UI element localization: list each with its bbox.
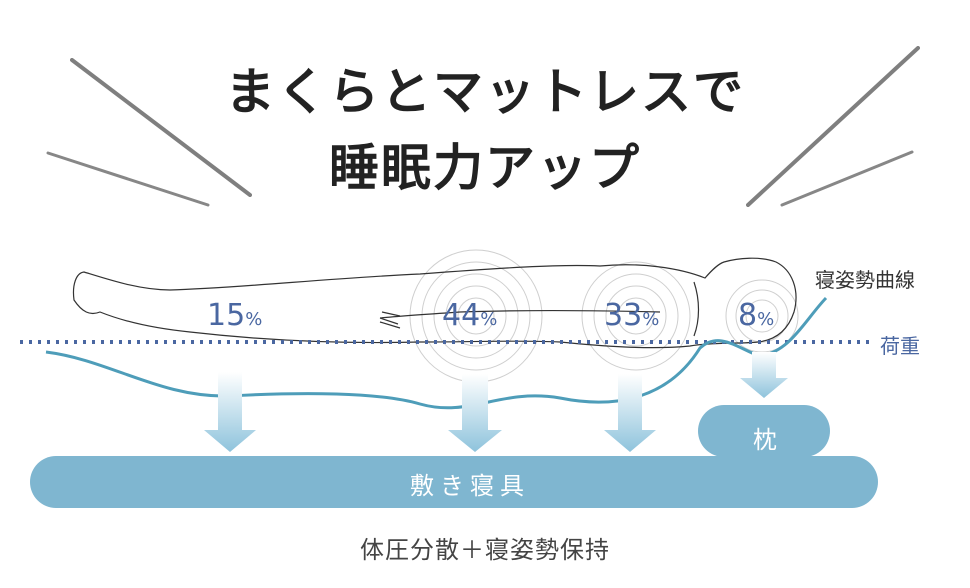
load-arrows <box>204 352 788 452</box>
pressure-head-unit: % <box>757 309 775 330</box>
arrow-chest <box>604 374 656 452</box>
pressure-legs-value: 15 <box>207 298 246 333</box>
pressure-hips: 44% <box>442 298 497 333</box>
arrow-legs <box>204 372 256 452</box>
pressure-ripples <box>409 249 799 383</box>
mattress-shape <box>30 456 878 508</box>
decorative-strokes <box>46 46 920 207</box>
stroke-left-1 <box>70 58 252 197</box>
arrow-hips <box>448 374 502 452</box>
load-label: 荷重 <box>880 334 920 358</box>
pressure-chest-value: 33 <box>604 298 643 333</box>
pressure-hips-value: 44 <box>442 298 481 333</box>
pressure-hips-unit: % <box>480 309 498 330</box>
posture-curve <box>45 296 828 410</box>
footer-caption: 体圧分散＋寝姿勢保持 <box>360 536 610 564</box>
pressure-chest-unit: % <box>642 309 660 330</box>
mattress-label: 敷き寝具 <box>410 472 530 500</box>
pressure-legs-unit: % <box>245 309 263 330</box>
title-line-1: まくらとマットレスで <box>225 62 745 121</box>
pillow-label: 枕 <box>753 426 777 454</box>
body-outline <box>72 257 797 349</box>
pressure-chest: 33% <box>604 298 659 333</box>
arrow-head <box>740 352 788 398</box>
posture-curve-label: 寝姿勢曲線 <box>815 268 915 292</box>
pressure-legs: 15% <box>207 298 262 333</box>
stroke-left-2 <box>46 151 210 207</box>
stroke-right-2 <box>780 150 914 207</box>
stroke-right-1 <box>746 46 920 207</box>
pillow-shape <box>698 405 830 457</box>
pressure-head-value: 8 <box>738 298 758 333</box>
pressure-head: 8% <box>738 298 774 333</box>
title-line-2: 睡眠力アップ <box>329 138 641 197</box>
